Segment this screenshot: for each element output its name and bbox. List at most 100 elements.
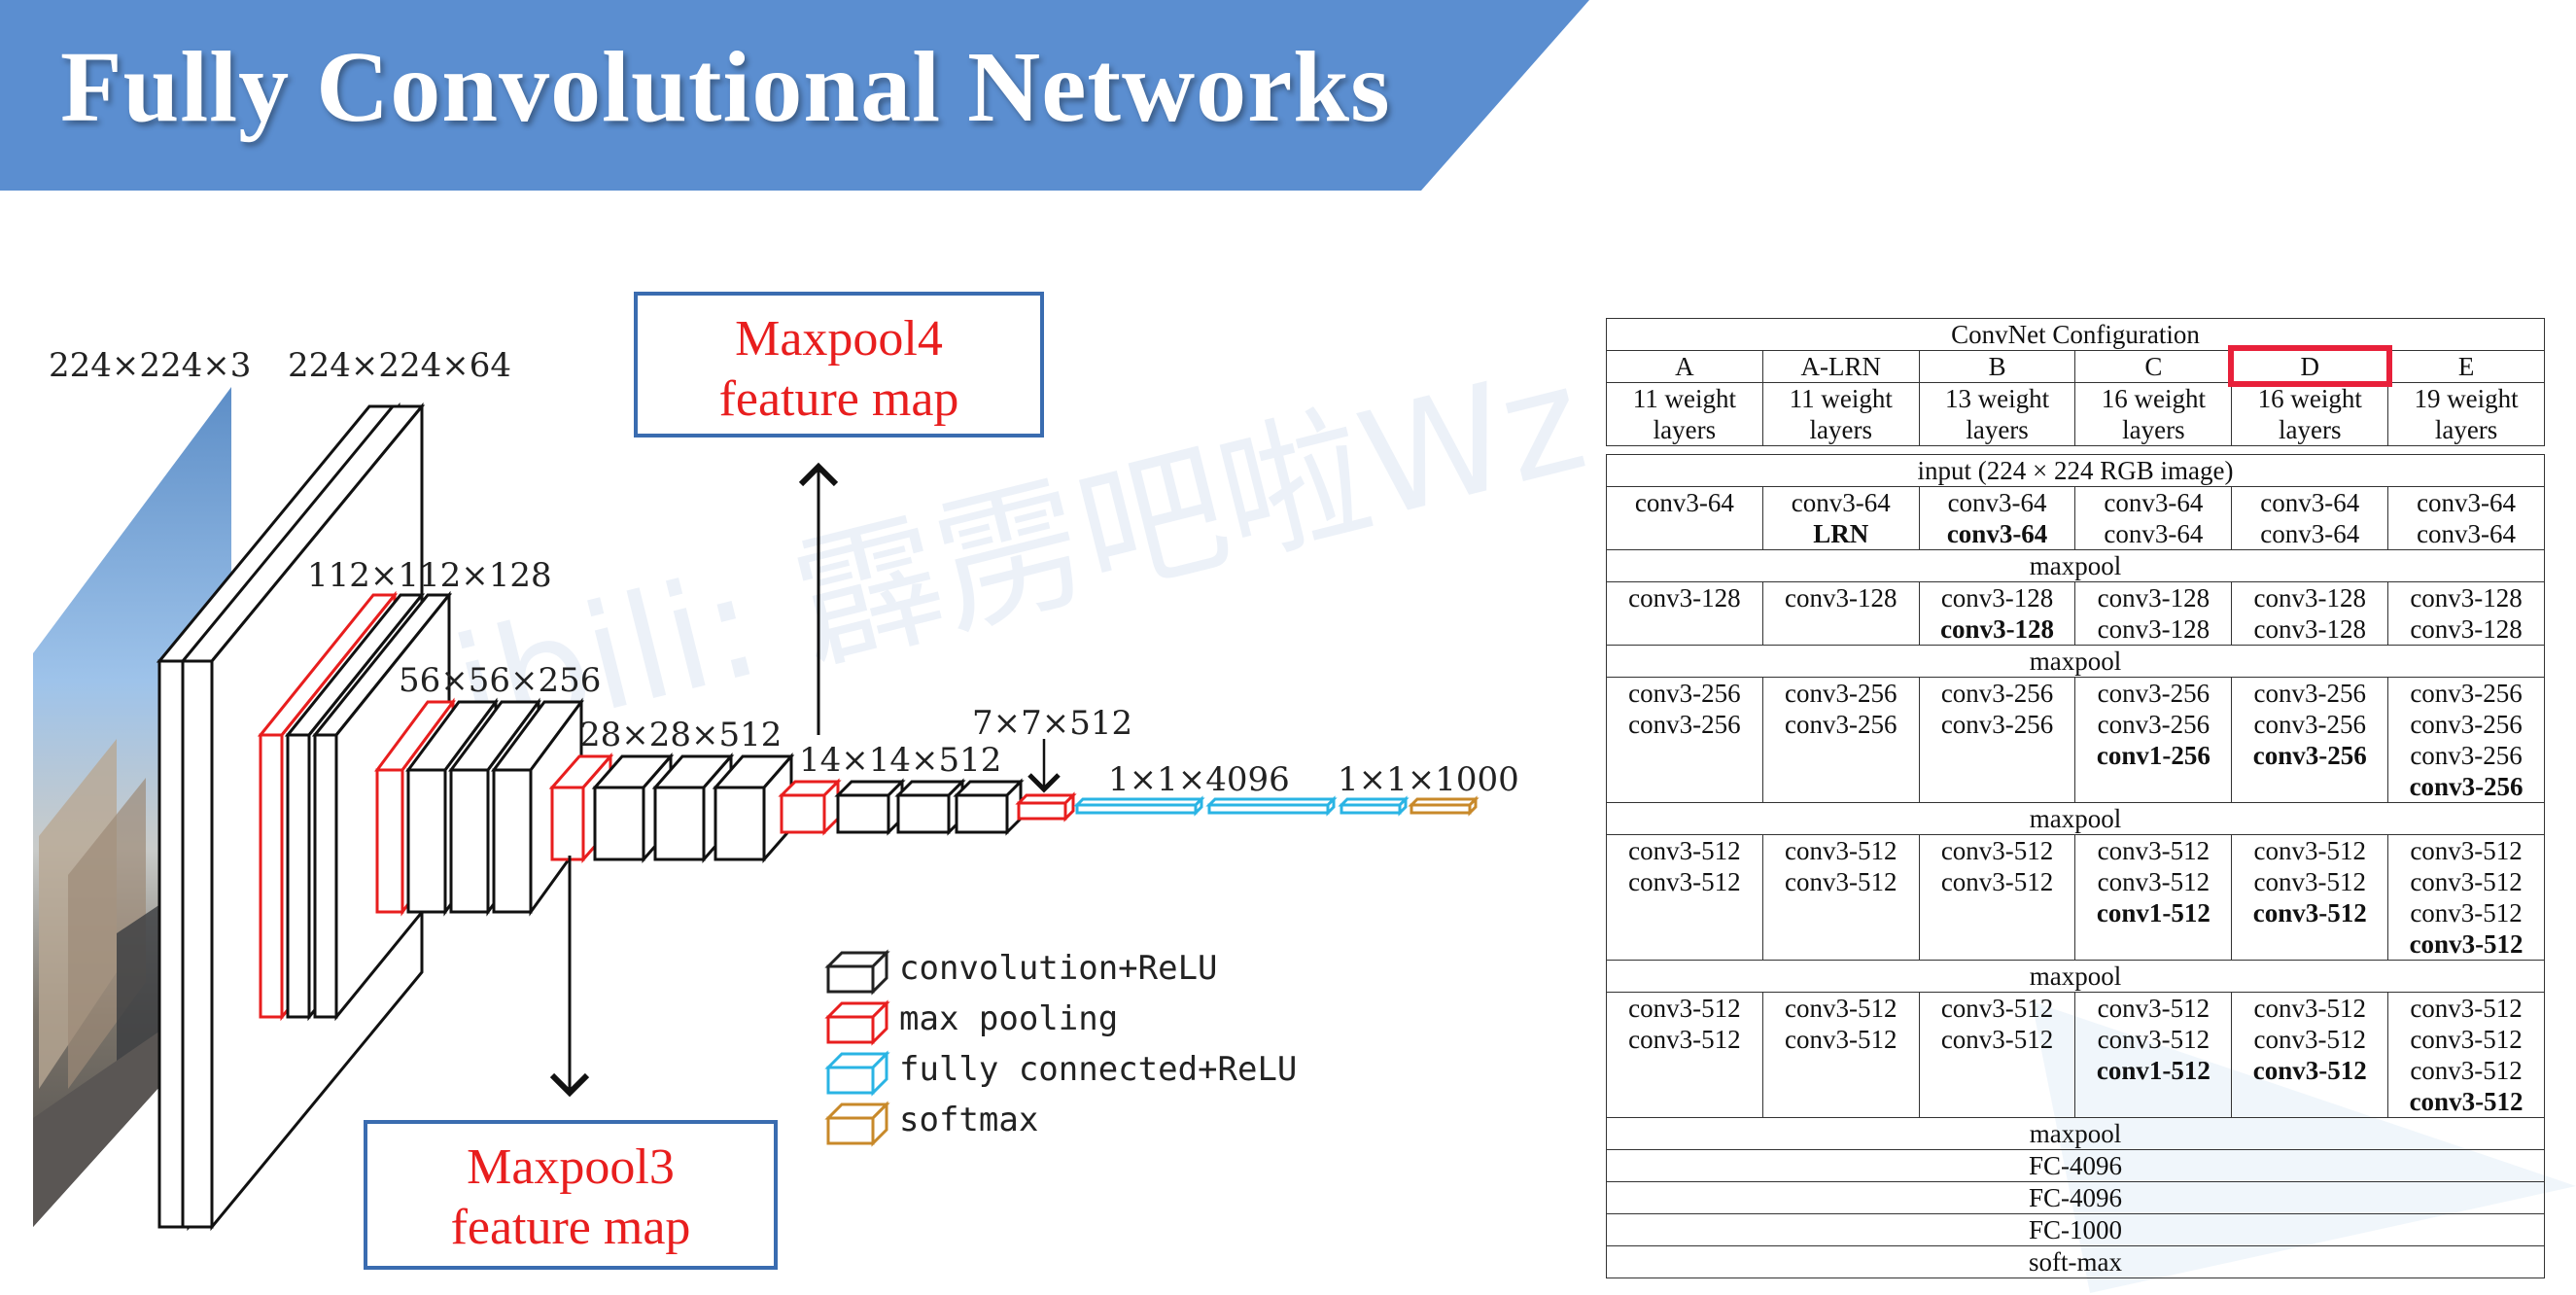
block1-cell: conv3-64 [1606, 486, 1763, 550]
layer-line: conv3-512 [1940, 1025, 2054, 1054]
layer-line: conv3-512 [2410, 1056, 2523, 1085]
column-header-c: C [2074, 350, 2233, 383]
layer-line: conv3-512 [2253, 836, 2366, 865]
layer-line: conv1-256 [2096, 741, 2210, 770]
layer-line: conv3-256 [2409, 772, 2524, 801]
dim-label-softmax: 1×1×1000 [1338, 760, 1519, 799]
layer-line: conv3-64 [1634, 488, 1734, 517]
depth-line: layers [2434, 415, 2498, 444]
dim-label-input: 224×224×3 [49, 346, 252, 385]
layer-line: conv3-512 [2253, 994, 2366, 1023]
layer-line: conv3-64 [2104, 488, 2204, 517]
dim-label-pool5: 7×7×512 [972, 704, 1133, 743]
layer-line: conv3-256 [1628, 679, 1741, 708]
depth-line: 11 weight [1632, 384, 1737, 413]
layer-line: conv3-256 [1940, 679, 2054, 708]
pool-row: maxpool [1606, 645, 2545, 678]
layer-line: conv3-512 [2409, 929, 2524, 959]
column-header-a: A [1606, 350, 1763, 383]
highlight-box [2227, 344, 2392, 387]
layer-line: conv3-512 [2097, 836, 2210, 865]
layer-line: conv3-512 [1785, 1025, 1897, 1054]
layer-line: conv3-256 [2252, 741, 2367, 770]
softmax-block [1408, 795, 1479, 817]
layer-line: conv1-512 [2096, 898, 2210, 928]
tail-row: FC-1000 [1606, 1213, 2545, 1246]
layer-line: LRN [1813, 519, 1869, 548]
layer-line: conv3-256 [2253, 710, 2366, 739]
layer-line: conv3-512 [2410, 994, 2523, 1023]
depth-line: layers [1809, 415, 1872, 444]
layer-line: conv3-512 [1785, 994, 1897, 1023]
table-caption: ConvNet Configuration [1606, 318, 2545, 351]
tail-row-row: FC-4096 [1606, 1181, 2545, 1214]
layer-line: conv3-512 [2252, 898, 2367, 928]
depth-line: 16 weight [2257, 384, 2362, 413]
dim-label-conv1: 224×224×64 [288, 346, 512, 385]
layer-line: conv3-512 [1628, 836, 1741, 865]
tail-row: soft-max [1606, 1245, 2545, 1278]
depth-line: 11 weight [1789, 384, 1893, 413]
layer-line: conv3-256 [2410, 741, 2523, 770]
layer-line: conv3-512 [1628, 994, 1741, 1023]
depth-line: 13 weight [1944, 384, 2050, 413]
depth-line: 16 weight [2101, 384, 2207, 413]
layer-line: conv3-512 [2253, 1025, 2366, 1054]
dim-label-conv3: 56×56×256 [399, 661, 602, 700]
column-header-a-lrn: A-LRN [1761, 350, 1920, 383]
layer-line: conv3-256 [2253, 679, 2366, 708]
tail-row: maxpool [1606, 1117, 2545, 1150]
layer-line: conv3-512 [1940, 994, 2054, 1023]
layer-line: conv3-512 [1628, 867, 1741, 896]
layer-line: conv3-128 [1940, 583, 2054, 612]
layer-line: conv3-256 [1628, 710, 1741, 739]
maxpool4-line2: feature map [718, 371, 959, 427]
layer-line: conv3-512 [2410, 867, 2523, 896]
layer-line: conv3-256 [2410, 710, 2523, 739]
dim-label-fc: 1×1×4096 [1108, 760, 1290, 799]
pool-row-row: maxpool [1606, 645, 2545, 678]
legend-label: convolution+ReLU [899, 949, 1218, 988]
layer-line: conv3-128 [1940, 614, 2055, 644]
layer-line: conv3-512 [2097, 1025, 2210, 1054]
layer-line: conv3-512 [1785, 867, 1897, 896]
tail-row: FC-4096 [1606, 1149, 2545, 1182]
layer-line: conv3-512 [2253, 867, 2366, 896]
layer-line: conv3-128 [2097, 614, 2210, 644]
tail-row: FC-4096 [1606, 1181, 2545, 1214]
layer-line: conv3-256 [1785, 710, 1897, 739]
layer-line: conv3-64 [2104, 519, 2204, 548]
maxpool4-callout: Maxpool4 feature map [634, 292, 1044, 438]
layer-line: conv1-512 [2096, 1056, 2210, 1085]
slide-title: Fully Convolutional Networks [60, 31, 1391, 143]
table-gap [1606, 445, 2545, 455]
input-row-cell-row: input (224 × 224 RGB image) [1606, 454, 2545, 487]
tail-row-row: soft-max [1606, 1245, 2545, 1278]
tail-row-row: FC-4096 [1606, 1149, 2545, 1182]
fc-block [1073, 795, 1410, 817]
tail-row-row: maxpool [1606, 1117, 2545, 1150]
depth-line: layers [2122, 415, 2185, 444]
pool-row-row: maxpool [1606, 802, 2545, 835]
layer-line: conv3-128 [2097, 583, 2210, 612]
